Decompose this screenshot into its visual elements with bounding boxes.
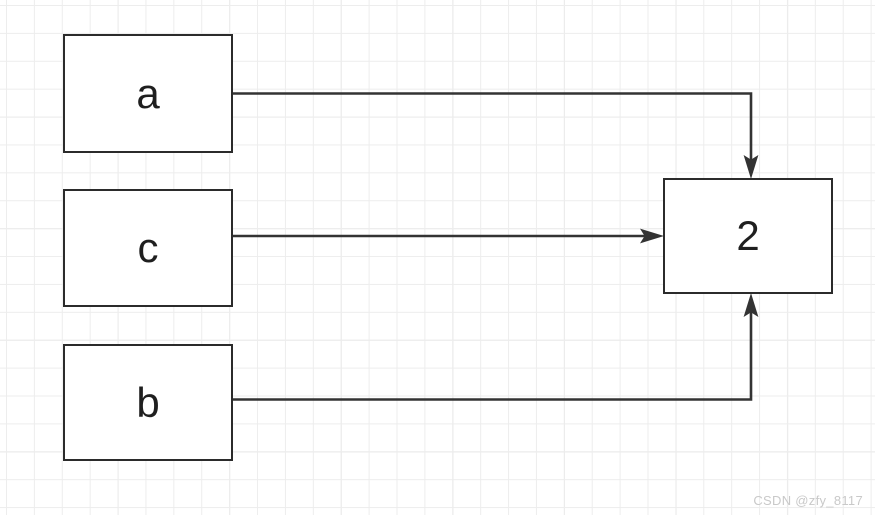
edge-c-to-2-arrowhead (640, 228, 664, 244)
edge-b-to-2 (233, 293, 759, 401)
edge-c-to-2 (233, 228, 664, 244)
node-2-label: 2 (736, 212, 760, 259)
node-c-label: c (137, 224, 159, 271)
edge-a-to-2 (233, 92, 759, 179)
edge-b-to-2-arrowhead (743, 293, 759, 317)
node-a[interactable]: a (63, 34, 233, 153)
node-a-label: a (136, 69, 160, 117)
node-b-label: b (136, 378, 160, 426)
edge-a-to-2-path (233, 92, 753, 168)
node-b[interactable]: b (63, 344, 233, 461)
edge-b-to-2-path (233, 304, 753, 401)
node-c[interactable]: c (63, 189, 233, 307)
edge-a-to-2-arrowhead (743, 155, 759, 179)
node-2[interactable]: 2 (663, 178, 833, 294)
watermark-text: CSDN @zfy_8117 (753, 493, 863, 508)
